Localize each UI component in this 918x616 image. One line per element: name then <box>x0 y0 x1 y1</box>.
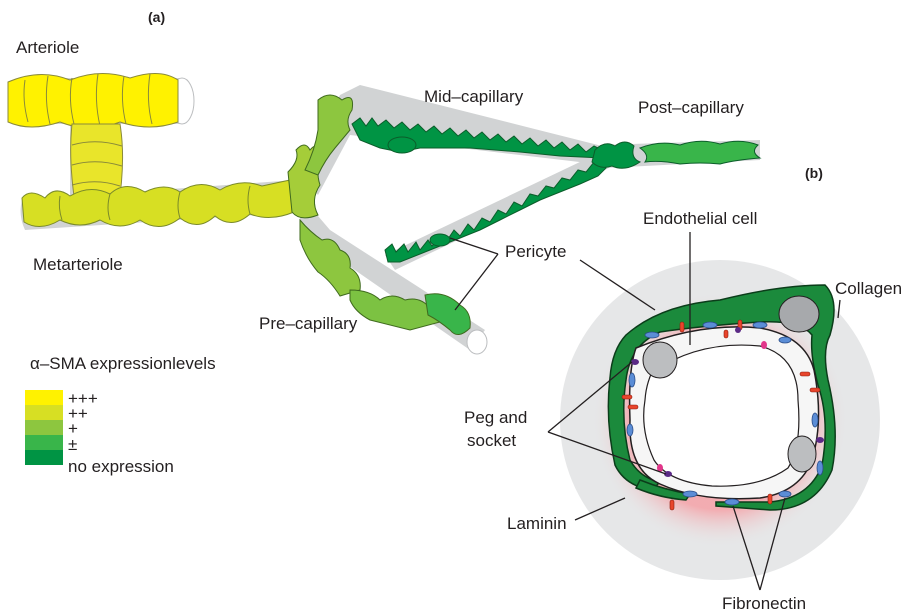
endothelial-cell-label: Endothelial cell <box>643 209 757 228</box>
endothelial-nucleus-2 <box>788 436 816 472</box>
collagen-label: Collagen <box>835 279 902 298</box>
endothelial-nucleus-1 <box>643 342 677 378</box>
legend: α–SMA expressionlevels +++ ++ + ± no exp… <box>25 354 216 476</box>
legend-swatch-1 <box>25 390 63 405</box>
legend-swatch-3 <box>25 420 63 435</box>
arteriole-smooth-muscle <box>8 73 178 128</box>
legend-swatch-4 <box>25 435 63 450</box>
legend-title: α–SMA expressionlevels <box>30 354 216 373</box>
panel-b-label: (b) <box>805 165 823 181</box>
legend-swatch-2 <box>25 405 63 420</box>
peg-and-socket-label-1: Peg and <box>464 408 527 427</box>
pericyte-nucleus <box>779 296 819 332</box>
legend-swatch-5 <box>25 450 63 465</box>
mid-capillary-label: Mid–capillary <box>424 87 524 106</box>
fibronectin-label: Fibronectin <box>722 594 806 613</box>
legend-label-5: no expression <box>68 457 174 476</box>
pre-capillary-label: Pre–capillary <box>259 314 358 333</box>
metarteriole-smooth-muscle <box>22 180 294 227</box>
post-capillary-label: Post–capillary <box>638 98 744 117</box>
pericyte-label: Pericyte <box>505 242 566 261</box>
metarteriole-label: Metarteriole <box>33 255 123 274</box>
panel-a-label: (a) <box>148 9 165 25</box>
pericyte-leaders <box>450 238 498 310</box>
arteriole-label: Arteriole <box>16 38 79 57</box>
peg-and-socket-label-2: socket <box>467 431 516 450</box>
legend-label-4: ± <box>68 435 77 454</box>
laminin-label: Laminin <box>507 514 567 533</box>
